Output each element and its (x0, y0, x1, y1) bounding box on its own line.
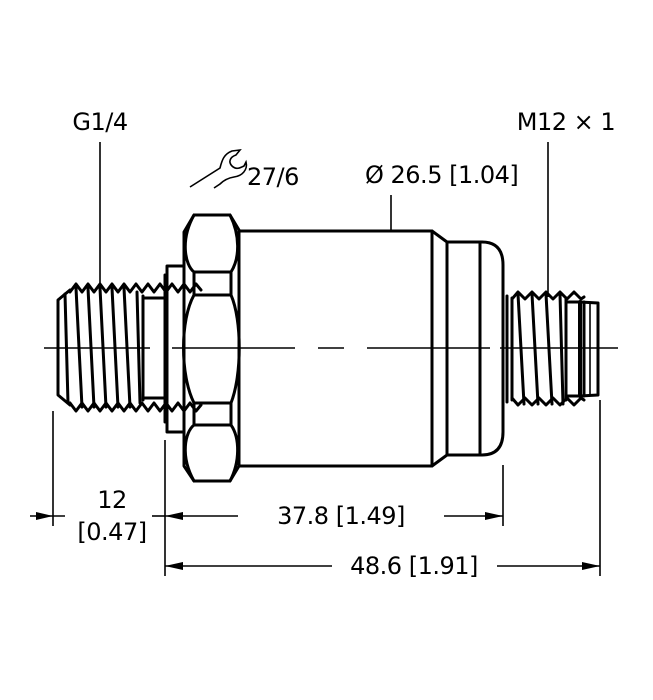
connector-thread-label: M12 × 1 (516, 108, 616, 136)
thread-length-value: 12 (97, 486, 127, 514)
process-thread-label: G1/4 (72, 108, 128, 136)
overall-length-label: 48.6 [1.91] (350, 552, 478, 580)
dimension-overall-length (165, 562, 600, 570)
left-process-thread (56, 282, 203, 413)
body-length-label: 37.8 [1.49] (277, 502, 405, 530)
extension-lines (52, 400, 601, 576)
flange (163, 264, 186, 434)
dimension-thread-length (30, 512, 165, 520)
wrench-icon (189, 148, 248, 189)
diameter-label: Ø 26.5 [1.04] (365, 161, 519, 189)
sensor-body (237, 229, 449, 468)
connector-cap (445, 240, 505, 457)
thread-length-inch: [0.47] (77, 518, 147, 546)
wrench-size-label: 27/6 (247, 163, 299, 191)
leader-lines (99, 142, 549, 297)
right-connector-thread (505, 290, 600, 407)
dimension-body-length (165, 512, 503, 520)
